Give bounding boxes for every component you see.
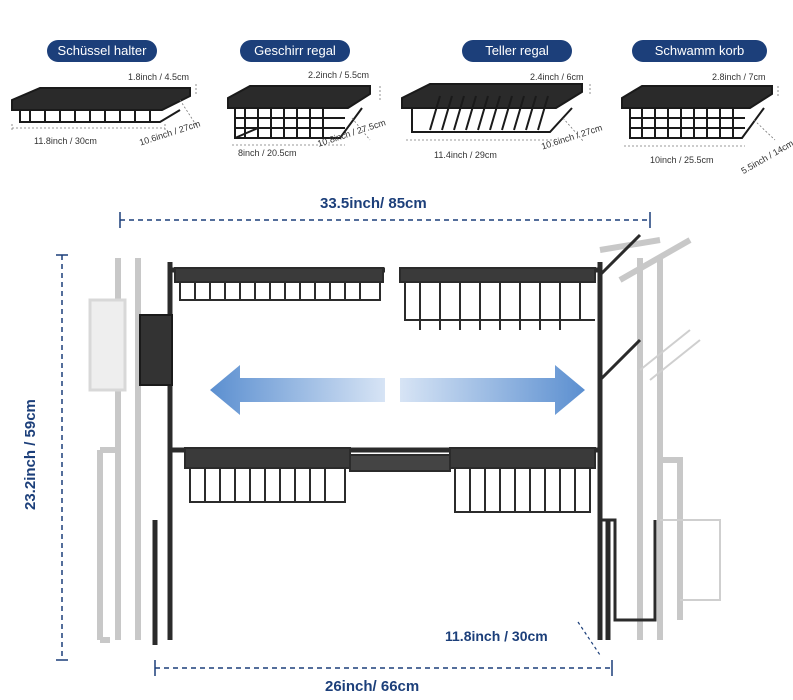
extension-arrows bbox=[210, 365, 585, 415]
depth-label: 11.8inch / 30cm bbox=[445, 628, 548, 644]
top-width-guide bbox=[119, 212, 651, 228]
plate-rack-width: 11.4inch / 29cm bbox=[434, 150, 497, 160]
max-width-label: 33.5inch/ 85cm bbox=[320, 195, 427, 212]
basket-label-bowl-holder: Schüssel halter bbox=[47, 40, 157, 62]
bowl-holder-basket-image bbox=[11, 87, 191, 123]
side-caddy bbox=[139, 314, 173, 386]
dish-rack-height: 2.2inch / 5.5cm bbox=[308, 70, 370, 80]
baskets-illustration bbox=[11, 83, 779, 147]
upper-shelf bbox=[174, 267, 596, 330]
sponge-basket-image bbox=[621, 85, 773, 139]
bottom-width-guide bbox=[154, 660, 613, 676]
sponge-basket-height: 2.8inch / 7cm bbox=[712, 72, 766, 82]
basket-label-plate-rack: Teller regal bbox=[462, 40, 572, 62]
min-width-label: 26inch/ 66cm bbox=[325, 678, 420, 695]
plate-rack-basket-image bbox=[401, 83, 583, 133]
basket-label-dish-rack: Geschirr regal bbox=[240, 40, 350, 62]
height-label: 23.2inch / 59cm bbox=[22, 399, 39, 510]
dish-rack-width: 8inch / 20.5cm bbox=[238, 148, 297, 158]
plate-rack-height: 2.4inch / 6cm bbox=[530, 72, 584, 82]
dish-rack-basket-image bbox=[227, 85, 371, 139]
bowl-holder-height: 1.8inch / 4.5cm bbox=[128, 72, 190, 82]
lower-shelf bbox=[184, 447, 596, 513]
sponge-basket-width: 10inch / 25.5cm bbox=[650, 155, 714, 165]
height-guide bbox=[56, 254, 68, 661]
basket-label-sponge-basket: Schwamm korb bbox=[632, 40, 767, 62]
bowl-holder-width: 11.8inch / 30cm bbox=[34, 136, 97, 146]
